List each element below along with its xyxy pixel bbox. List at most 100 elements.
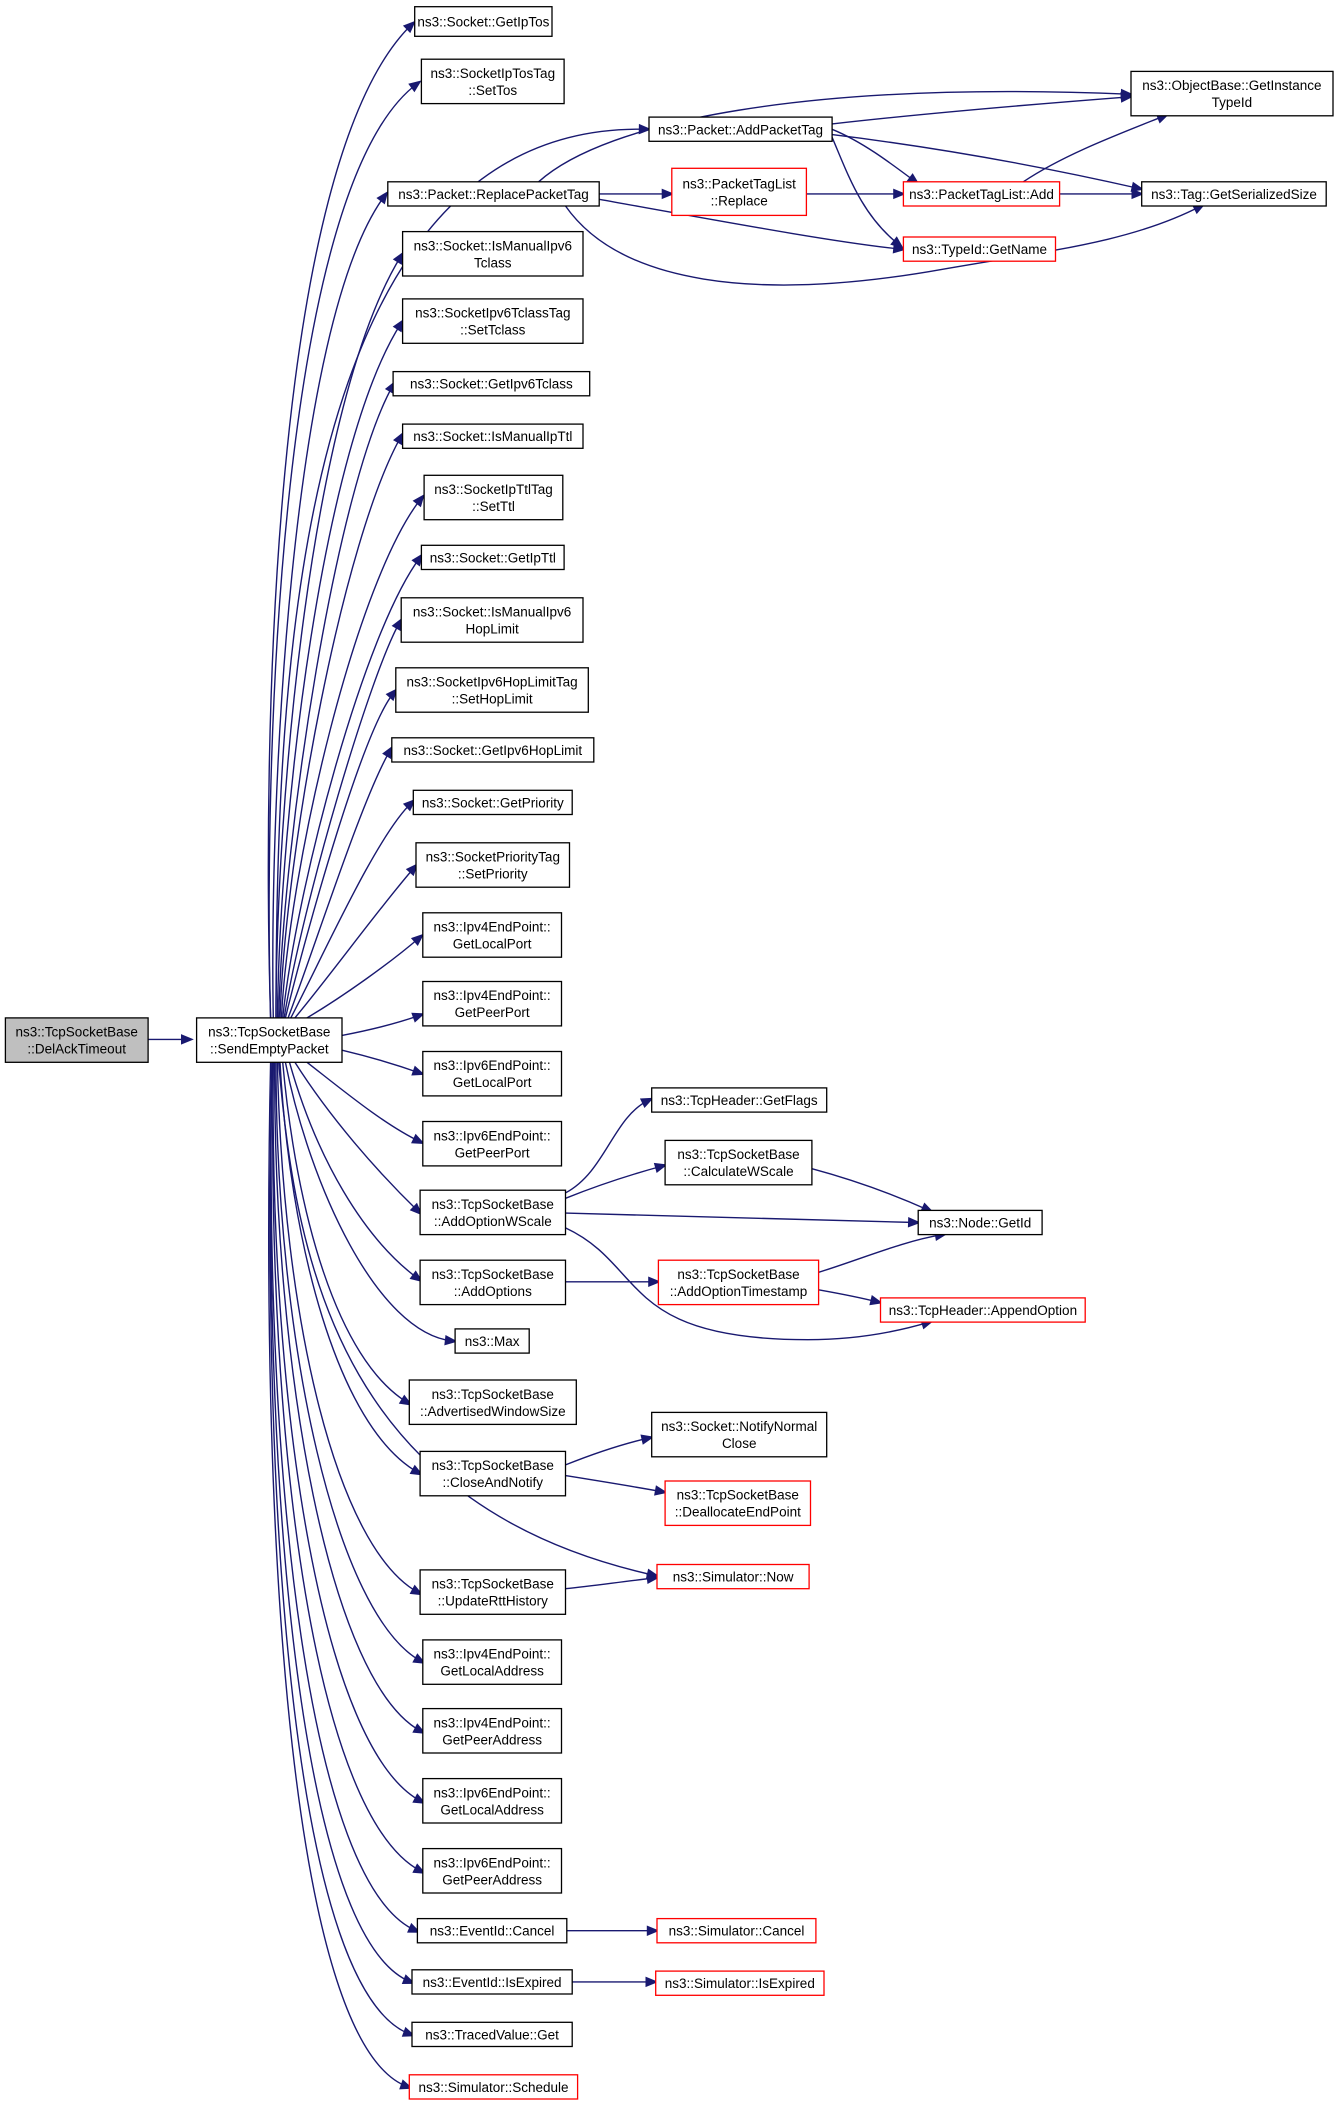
node-box <box>395 667 589 713</box>
edge-line <box>565 1474 663 1493</box>
graph-node[interactable]: ns3::SocketPriorityTag::SetPriority <box>415 842 571 888</box>
graph-node[interactable]: ns3::EventId::IsExpired <box>411 1969 573 1995</box>
graph-node[interactable]: ns3::EventId::Cancel <box>416 1917 568 1944</box>
node-box <box>1141 181 1327 207</box>
node-label: ::CloseAndNotify <box>443 1475 544 1490</box>
edge-arrowhead <box>890 236 904 249</box>
node-box <box>655 1970 825 1996</box>
edge-line <box>565 1212 916 1224</box>
edge-arrowhead <box>411 1065 426 1076</box>
call-edge <box>1022 113 1170 183</box>
node-label: ::SetTclass <box>460 323 526 338</box>
graph-node[interactable]: ns3::Ipv6EndPoint::GetLocalPort <box>422 1050 563 1097</box>
graph-node[interactable]: ns3::Max <box>454 1328 530 1354</box>
call-edge <box>831 137 904 249</box>
graph-node[interactable]: ns3::TcpSocketBase::UpdateRttHistory <box>419 1569 567 1615</box>
graph-node[interactable]: ns3::TcpSocketBase::AdvertisedWindowSize <box>408 1379 577 1426</box>
node-label: ns3::Socket::GetIpv6Tclass <box>410 377 573 392</box>
edge-line <box>341 1014 421 1037</box>
node-box <box>656 1563 810 1590</box>
edge-line <box>275 1062 422 1663</box>
call-edge <box>832 92 1134 125</box>
graph-node[interactable]: ns3::PacketTagList::Replace <box>671 167 808 217</box>
graph-node[interactable]: ns3::Socket::GetIpTtl <box>420 544 565 571</box>
node-label: ns3::Packet::ReplacePacketTag <box>398 187 589 202</box>
graph-node[interactable]: ns3::TcpSocketBase::CloseAndNotify <box>419 1450 567 1497</box>
edge-line <box>565 1165 663 1199</box>
graph-node[interactable]: ns3::TcpSocketBase::AddOptionWScale <box>419 1189 567 1236</box>
graph-node[interactable]: ns3::Socket::GetIpv6Tclass <box>392 370 591 397</box>
graph-node[interactable]: ns3::Tag::GetSerializedSize <box>1141 181 1327 207</box>
graph-node[interactable]: ns3::Ipv6EndPoint::GetPeerAddress <box>422 1847 563 1894</box>
edge-arrowhead <box>1131 188 1145 200</box>
graph-node[interactable]: ns3::Simulator::Now <box>656 1563 810 1590</box>
edge-line <box>538 90 1129 183</box>
graph-node[interactable]: ns3::Socket::GetIpTos <box>414 6 553 37</box>
node-box <box>401 423 584 449</box>
graph-node[interactable]: ns3::Node::GetId <box>917 1209 1043 1236</box>
graph-node[interactable]: ns3::TcpHeader::GetFlags <box>651 1087 828 1113</box>
call-edge <box>270 1062 421 1933</box>
edge-arrowhead <box>653 1162 668 1174</box>
graph-node[interactable]: ns3::Packet::ReplacePacketTag <box>387 181 600 207</box>
edge-line <box>598 198 901 250</box>
graph-node[interactable]: ns3::TcpSocketBase::CalculateWScale <box>664 1139 813 1186</box>
graph-node[interactable]: ns3::Ipv4EndPoint::GetLocalAddress <box>422 1639 563 1685</box>
node-label: ns3::TcpHeader::AppendOption <box>889 1303 1077 1318</box>
node-box <box>651 1087 828 1113</box>
graph-node[interactable]: ns3::TypeId::GetName <box>902 236 1057 262</box>
graph-node[interactable]: ns3::Ipv4EndPoint::GetPeerAddress <box>422 1707 563 1754</box>
graph-node[interactable]: ns3::PacketTagList::Add <box>902 181 1061 207</box>
node-box <box>401 230 584 277</box>
call-edge <box>269 1062 416 1985</box>
graph-node[interactable]: ns3::SocketIpTtlTag::SetTtl <box>423 474 564 521</box>
graph-node[interactable]: ns3::TcpSocketBase::AddOptions <box>419 1259 567 1306</box>
graph-node[interactable]: ns3::Socket::GetPriority <box>412 789 573 816</box>
graph-node[interactable]: ns3::TcpSocketBase::SendEmptyPacket <box>195 1017 343 1063</box>
node-label: ns3::TcpSocketBase <box>432 1387 554 1402</box>
edge-arrowhead <box>1120 92 1134 103</box>
node-box <box>4 1017 149 1063</box>
edge-arrowhead <box>405 863 419 877</box>
graph-node[interactable]: ns3::Simulator::Cancel <box>656 1917 817 1944</box>
node-label: ns3::TcpSocketBase <box>677 1488 799 1503</box>
node-label: Tclass <box>474 255 512 270</box>
graph-node[interactable]: ns3::Packet::AddPacketTag <box>648 116 833 142</box>
call-edge <box>288 1062 424 1283</box>
edge-line <box>831 137 900 246</box>
edge-line <box>275 255 402 1018</box>
graph-node[interactable]: ns3::SocketIpv6TclassTag::SetTclass <box>401 298 584 344</box>
edge-line <box>564 205 1202 286</box>
graph-node[interactable]: ns3::Simulator::IsExpired <box>655 1970 825 1996</box>
edge-arrowhead <box>661 188 675 200</box>
node-label: ns3::TypeId::GetName <box>912 242 1047 257</box>
graph-node[interactable]: ns3::Ipv4EndPoint::GetPeerPort <box>422 980 563 1027</box>
node-box <box>422 1639 563 1685</box>
graph-node[interactable]: ns3::SocketIpTosTag::SetTos <box>420 58 565 105</box>
call-edge <box>565 1474 668 1496</box>
edge-line <box>267 23 413 1018</box>
node-box <box>671 167 808 217</box>
graph-node[interactable]: ns3::Simulator::Schedule <box>408 2074 579 2100</box>
graph-node[interactable]: ns3::Ipv6EndPoint::GetLocalAddress <box>422 1777 563 1824</box>
graph-node[interactable]: ns3::Socket::IsManualIpTtl <box>401 423 584 449</box>
edge-line <box>811 1168 930 1212</box>
graph-node[interactable]: ns3::Ipv6EndPoint::GetPeerPort <box>422 1120 563 1167</box>
call-edge <box>269 1062 416 2037</box>
edge-line <box>276 1062 420 1594</box>
node-label: ::CalculateWScale <box>683 1164 793 1179</box>
graph-node[interactable]: ns3::TcpHeader::AppendOption <box>879 1297 1086 1323</box>
graph-node[interactable]: ns3::TracedValue::Get <box>411 2021 573 2048</box>
call-edge <box>290 798 416 1019</box>
node-box <box>422 1777 563 1824</box>
graph-node[interactable]: ns3::Socket::GetIpv6HopLimit <box>391 737 595 763</box>
graph-node[interactable]: ns3::Ipv4EndPoint::GetLocalPort <box>422 912 563 958</box>
graph-node[interactable]: ns3::TcpSocketBase::DeallocateEndPoint <box>664 1480 812 1527</box>
graph-node[interactable]: ns3::TcpSocketBase::AddOptionTimestamp <box>657 1259 820 1306</box>
graph-node[interactable]: ns3::SocketIpv6HopLimitTag::SetHopLimit <box>395 667 589 713</box>
